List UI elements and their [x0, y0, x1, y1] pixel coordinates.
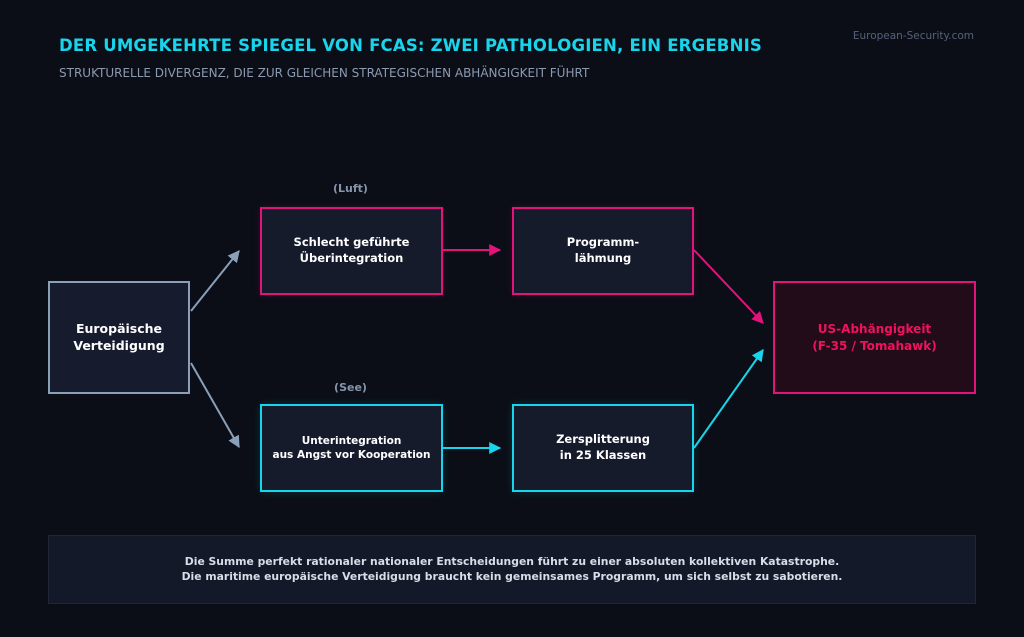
page-subtitle: STRUKTURELLE DIVERGENZ, DIE ZUR GLEICHEN…	[59, 66, 590, 80]
node-sea-fragmentation: Zersplitterung in 25 Klassen	[512, 404, 694, 492]
branch-label-sea: (See)	[334, 381, 367, 394]
arrow-start-to-air	[190, 250, 240, 312]
arrow-air-to-result	[693, 249, 764, 324]
node-european-defence: Europäische Verteidigung	[48, 281, 190, 394]
arrow-start-to-sea	[190, 362, 240, 449]
conclusion-box: Die Summe perfekt rationaler nationaler …	[48, 535, 976, 604]
source-credit: European-Security.com	[852, 30, 974, 42]
node-sea-under-integration: Unterintegration aus Angst vor Kooperati…	[260, 404, 443, 492]
node-air-program-paralysis: Programm- lähmung	[512, 207, 694, 295]
branch-label-air: (Luft)	[333, 182, 368, 195]
conclusion-line-1: Die Summe perfekt rationaler nationaler …	[184, 555, 840, 569]
page-title: DER UMGEKEHRTE SPIEGEL VON FCAS: ZWEI PA…	[59, 36, 763, 55]
node-us-dependency: US-Abhängigkeit (F-35 / Tomahawk)	[773, 281, 976, 394]
arrow-sea-to-result	[693, 349, 764, 449]
node-air-over-integration: Schlecht geführte Überintegration	[260, 207, 443, 295]
conclusion-line-2: Die maritime europäische Verteidigung br…	[181, 569, 843, 583]
